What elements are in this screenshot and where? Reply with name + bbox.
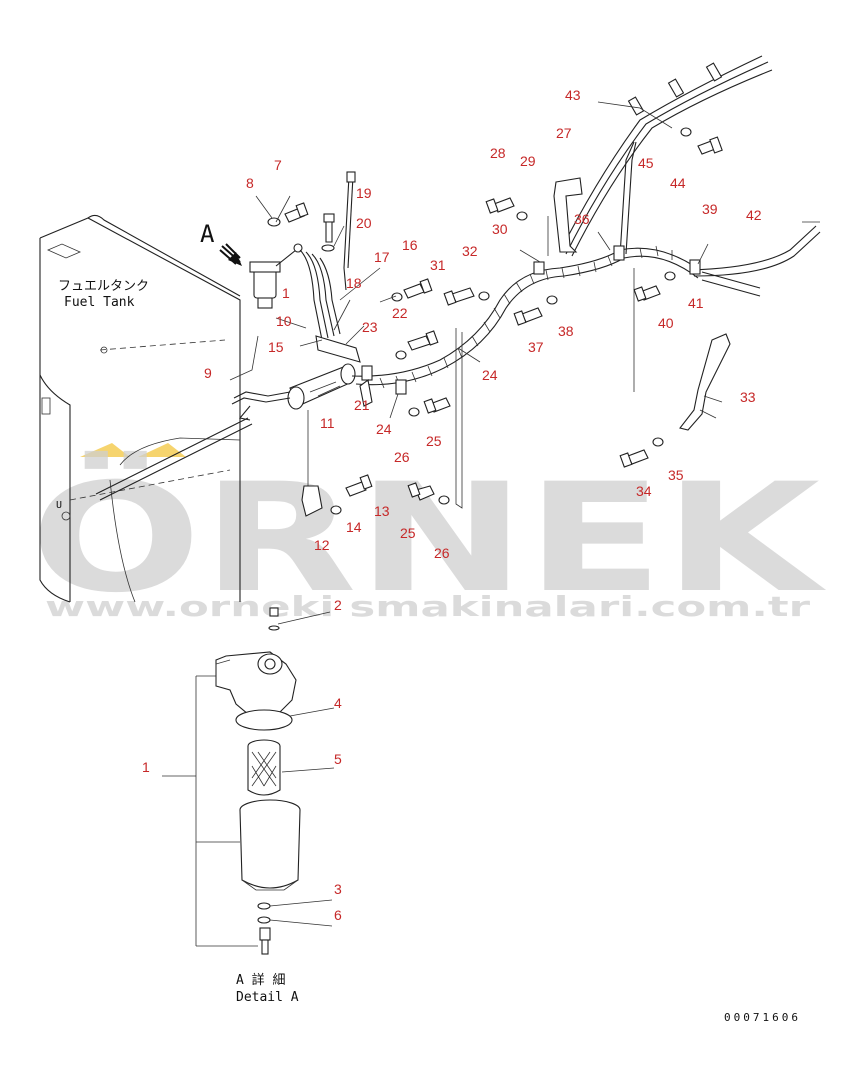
svg-text:U: U bbox=[56, 500, 62, 511]
callout-1-detail: 1 bbox=[142, 759, 150, 775]
callout-2: 2 bbox=[334, 597, 342, 613]
callout-24: 24 bbox=[482, 367, 498, 383]
detail-a: A 詳 細 Detail A bbox=[162, 607, 335, 1005]
callout-32: 32 bbox=[462, 243, 478, 259]
callout-35: 35 bbox=[668, 467, 684, 483]
callout-24: 24 bbox=[376, 421, 392, 437]
callout-7: 7 bbox=[274, 157, 282, 173]
callout-26: 26 bbox=[434, 545, 450, 561]
tank-label-english: Fuel Tank bbox=[64, 295, 135, 310]
callout-36: 36 bbox=[574, 211, 590, 227]
callout-11: 11 bbox=[320, 415, 335, 431]
watermark-brand: ÖRNEK bbox=[30, 450, 826, 626]
callout-17: 17 bbox=[374, 249, 390, 265]
callout-1: 1 bbox=[282, 285, 290, 301]
callout-numbers: 43 27 28 29 30 36 45 44 39 42 7 8 19 20 … bbox=[142, 87, 762, 923]
callout-16: 16 bbox=[402, 237, 418, 253]
callout-28: 28 bbox=[490, 145, 506, 161]
callout-22: 22 bbox=[392, 305, 408, 321]
callout-4: 4 bbox=[334, 695, 342, 711]
callout-25: 25 bbox=[400, 525, 416, 541]
callout-20: 20 bbox=[356, 215, 372, 231]
callout-44: 44 bbox=[670, 175, 686, 191]
callout-10: 10 bbox=[276, 313, 292, 329]
watermark: ÖRNEK www.orneki smakinalari.com.tr bbox=[30, 443, 826, 626]
callout-18: 18 bbox=[346, 275, 362, 291]
callout-31: 31 bbox=[430, 257, 446, 273]
callout-45: 45 bbox=[638, 155, 654, 171]
view-marker: A bbox=[200, 220, 215, 248]
callout-14: 14 bbox=[346, 519, 362, 535]
fasteners bbox=[267, 127, 723, 515]
leader-lines bbox=[229, 101, 820, 419]
detail-label-english: Detail A bbox=[236, 990, 299, 1005]
callout-9: 9 bbox=[204, 365, 212, 381]
callout-33: 33 bbox=[740, 389, 756, 405]
callout-40: 40 bbox=[658, 315, 674, 331]
callout-19: 19 bbox=[356, 185, 372, 201]
callout-29: 29 bbox=[520, 153, 536, 169]
callout-12: 12 bbox=[314, 537, 330, 553]
callout-6: 6 bbox=[334, 907, 342, 923]
fuel-line-assembly bbox=[95, 55, 821, 517]
callout-13: 13 bbox=[374, 503, 390, 519]
callout-42: 42 bbox=[746, 207, 762, 223]
drawing-number: 00071606 bbox=[724, 1011, 801, 1024]
callout-43: 43 bbox=[565, 87, 581, 103]
callout-41: 41 bbox=[688, 295, 704, 311]
watermark-accent bbox=[138, 443, 186, 457]
view-arrow-a: A bbox=[200, 220, 242, 266]
callout-21: 21 bbox=[354, 397, 370, 413]
callout-26: 26 bbox=[394, 449, 410, 465]
callout-27: 27 bbox=[556, 125, 572, 141]
callout-37: 37 bbox=[528, 339, 544, 355]
watermark-accent bbox=[80, 443, 130, 457]
callout-15: 15 bbox=[268, 339, 284, 355]
detail-label-japanese: A 詳 細 bbox=[236, 972, 285, 988]
callout-23: 23 bbox=[362, 319, 378, 335]
watermark-url: www.orneki smakinalari.com.tr bbox=[45, 590, 810, 623]
fuel-tank: フュエルタンク Fuel Tank U bbox=[39, 214, 241, 603]
callout-3: 3 bbox=[334, 881, 342, 897]
callout-38: 38 bbox=[558, 323, 574, 339]
callout-39: 39 bbox=[702, 201, 718, 217]
tank-label-japanese: フュエルタンク bbox=[58, 279, 149, 294]
callout-8: 8 bbox=[246, 175, 254, 191]
callout-34: 34 bbox=[636, 483, 652, 499]
callout-5: 5 bbox=[334, 751, 342, 767]
callout-25: 25 bbox=[426, 433, 442, 449]
callout-30: 30 bbox=[492, 221, 508, 237]
